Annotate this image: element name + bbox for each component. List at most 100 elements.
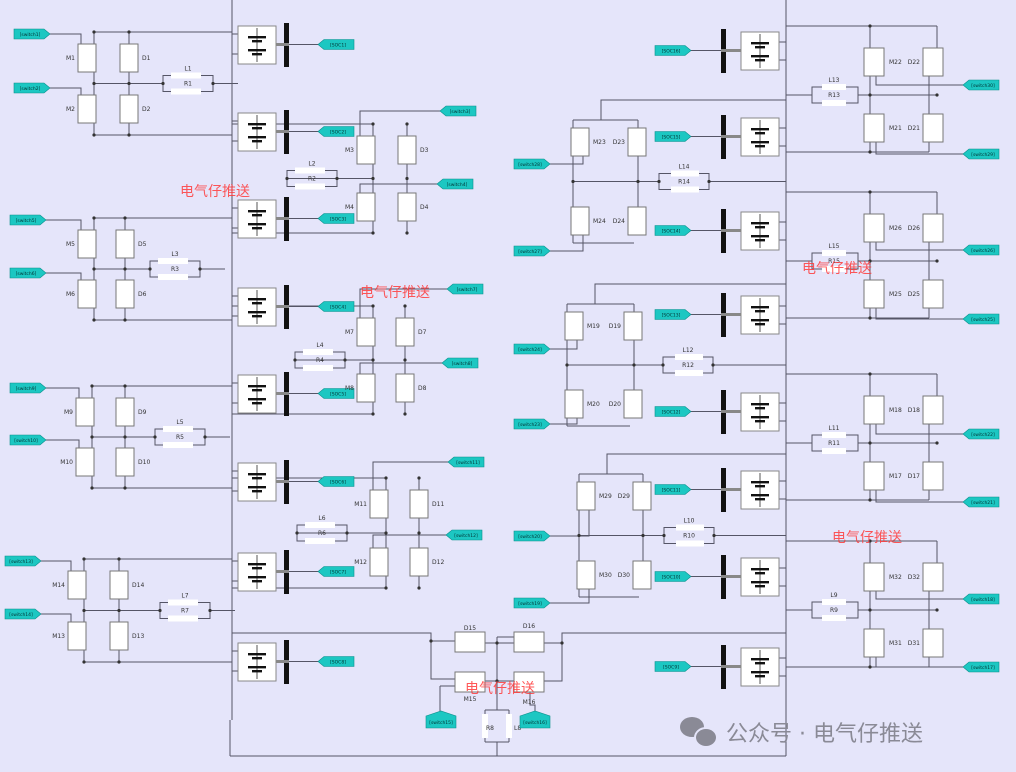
signal-tag[interactable]: [switch12]: [445, 529, 483, 541]
signal-tag[interactable]: [switch4]: [436, 178, 474, 190]
mosfet-m19: [564, 311, 584, 341]
signal-tag[interactable]: [switch19]: [513, 597, 551, 609]
signal-tag-shape: [654, 309, 692, 320]
signal-tag[interactable]: [switch14]: [4, 608, 42, 620]
battery-plate: [252, 389, 262, 392]
signal-tag[interactable]: [switch1]: [13, 28, 51, 40]
signal-tag[interactable]: [SOC4]: [317, 301, 355, 312]
battery-plate: [755, 420, 765, 423]
signal-tag[interactable]: [switch3]: [439, 105, 477, 117]
battery-cell[interactable]: [237, 550, 289, 594]
battery-cell[interactable]: [237, 460, 289, 504]
signal-tag[interactable]: [switch7]: [446, 283, 484, 295]
junction-dot: [92, 318, 96, 322]
wire: [50, 33, 82, 44]
junction-dot: [868, 498, 872, 502]
signal-tag[interactable]: [switch24]: [513, 343, 551, 355]
signal-tag[interactable]: [switch16]: [519, 710, 551, 729]
battery-cell[interactable]: [237, 110, 289, 154]
signal-tag[interactable]: [SOC5]: [317, 388, 355, 399]
signal-tag[interactable]: [switch18]: [962, 593, 1000, 605]
signal-tag[interactable]: [switch25]: [962, 313, 1000, 325]
wire: [875, 242, 963, 251]
signal-tag[interactable]: [SOC10]: [654, 571, 692, 582]
signal-tag[interactable]: [switch27]: [513, 245, 551, 257]
battery-cell[interactable]: [721, 29, 780, 73]
signal-tag[interactable]: [switch21]: [962, 496, 1000, 508]
soc-connector: [276, 305, 289, 308]
mosfet-m20: [564, 389, 584, 419]
signal-tag[interactable]: [switch6]: [9, 267, 47, 279]
signal-tag[interactable]: [SOC6]: [317, 476, 355, 487]
signal-tag[interactable]: [switch30]: [962, 79, 1000, 91]
signal-tag[interactable]: [switch29]: [962, 148, 1000, 160]
signal-tag-shape: [962, 496, 1000, 508]
signal-tag[interactable]: [switch23]: [513, 418, 551, 430]
battery-cell[interactable]: [237, 197, 289, 241]
signal-tag[interactable]: [switch26]: [962, 244, 1000, 256]
battery-plate: [751, 55, 769, 58]
battery-cell[interactable]: [237, 372, 289, 416]
signal-tag[interactable]: [switch2]: [13, 82, 51, 94]
signal-tag[interactable]: [switch13]: [4, 555, 42, 567]
mosfet-m23: [570, 127, 590, 157]
inductor-l14: [671, 170, 699, 177]
signal-tag[interactable]: [switch22]: [962, 428, 1000, 440]
signal-tag[interactable]: [switch11]: [447, 456, 485, 468]
battery-cell[interactable]: [237, 23, 289, 67]
inductor-l11: [822, 432, 846, 438]
signal-tag[interactable]: [SOC11]: [654, 484, 692, 495]
signal-tag[interactable]: [SOC3]: [317, 213, 355, 224]
inductor-label: L10: [684, 518, 695, 525]
battery-plate: [755, 145, 765, 148]
battery-plate: [248, 298, 266, 301]
signal-tag[interactable]: [switch10]: [9, 434, 47, 446]
signal-tag[interactable]: [switch15]: [425, 710, 457, 729]
signal-tag[interactable]: [switch20]: [513, 530, 551, 542]
signal-tag[interactable]: [SOC2]: [317, 126, 355, 137]
battery-cell[interactable]: [721, 468, 780, 512]
signal-tag[interactable]: [SOC14]: [654, 225, 692, 236]
signal-tag[interactable]: [switch28]: [513, 158, 551, 170]
signal-tag[interactable]: [switch5]: [9, 214, 47, 226]
mosfet-m31: [863, 628, 885, 658]
battery-plate: [755, 662, 765, 665]
signal-tag-shape: [13, 28, 51, 40]
battery-plate: [252, 227, 262, 230]
signal-tag-shape: [513, 245, 551, 257]
diode-d5: [115, 229, 135, 259]
diode-d8: [395, 373, 415, 403]
signal-tag[interactable]: [SOC15]: [654, 131, 692, 142]
signal-tag-label: [switch18]: [971, 597, 995, 603]
diode-d11: [409, 489, 429, 519]
signal-tag[interactable]: [SOC8]: [317, 656, 355, 667]
signal-tag[interactable]: [SOC16]: [654, 45, 692, 56]
junction-dot: [868, 372, 872, 376]
signal-tag[interactable]: [switch8]: [441, 357, 479, 369]
signal-tag[interactable]: [SOC12]: [654, 406, 692, 417]
junction-dot: [295, 531, 299, 535]
diode-d14: [109, 570, 129, 600]
mosfet-m25: [863, 279, 885, 309]
signal-tag[interactable]: [switch17]: [962, 661, 1000, 673]
battery-cell[interactable]: [721, 293, 780, 337]
signal-tag[interactable]: [SOC9]: [654, 661, 692, 672]
signal-tag[interactable]: [SOC7]: [317, 566, 355, 577]
wire: [550, 340, 578, 350]
signal-tag[interactable]: [switch9]: [9, 382, 47, 394]
junction-dot: [203, 435, 207, 439]
battery-cell[interactable]: [721, 555, 780, 599]
battery-cell[interactable]: [721, 390, 780, 434]
signal-tag-label: [switch4]: [447, 182, 468, 188]
battery-plate: [751, 403, 769, 406]
mosfet-label: M23: [593, 139, 606, 146]
battery-cell[interactable]: [721, 115, 780, 159]
battery-cell[interactable]: [237, 640, 289, 684]
junction-dot: [127, 81, 131, 86]
junction-dot: [123, 486, 127, 490]
battery-cell[interactable]: [721, 645, 780, 689]
signal-tag[interactable]: [SOC1]: [317, 39, 355, 50]
battery-cell[interactable]: [721, 209, 780, 253]
battery-cell[interactable]: [237, 285, 289, 329]
signal-tag[interactable]: [SOC13]: [654, 309, 692, 320]
